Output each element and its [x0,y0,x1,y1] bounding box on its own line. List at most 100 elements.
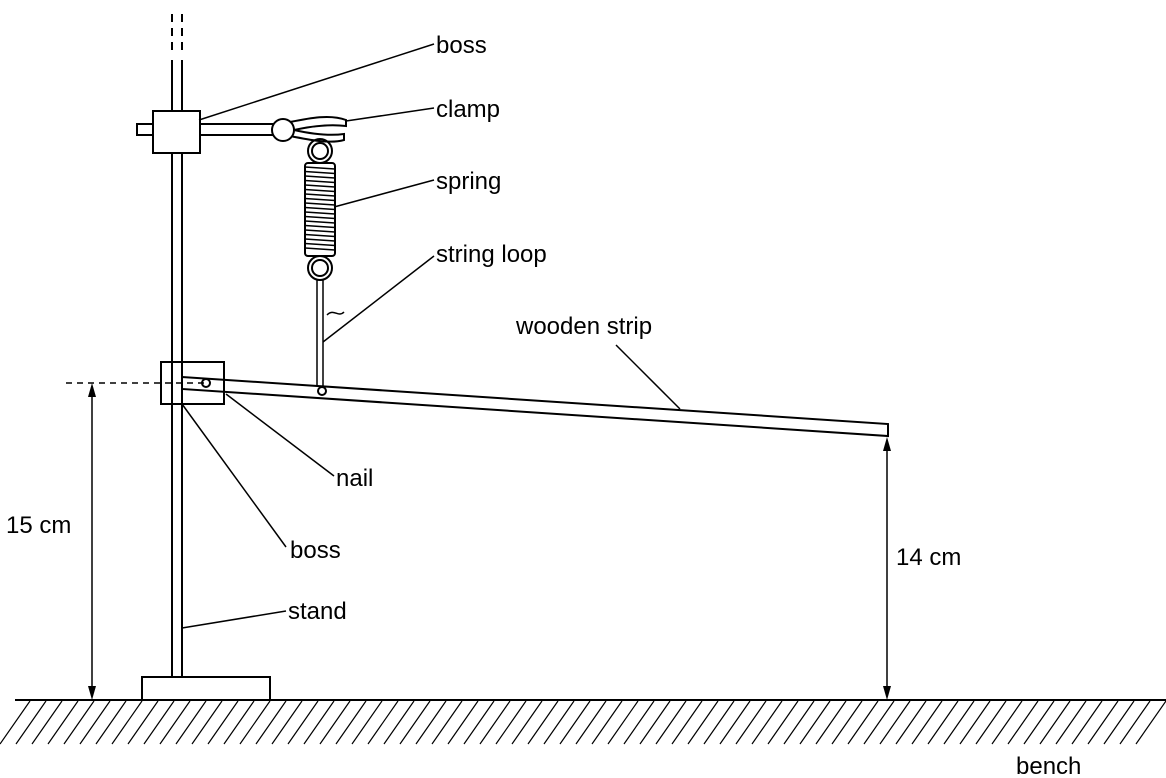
hatch-line [815,700,847,745]
hatch-line [143,700,175,745]
hatch-line [447,700,479,745]
hatch-line [415,700,447,745]
label-boss-top: boss [436,32,487,59]
label-nail: nail [336,465,373,492]
hatch-line [463,700,495,745]
hatch-line [367,700,399,745]
hatch-line [879,700,911,745]
hatch-line [847,700,879,745]
leader-lines [181,43,681,629]
spring-coil [304,175,336,179]
hatch-line [895,700,927,745]
clamp [271,115,347,143]
hatch-line [943,700,975,745]
spring-coil [304,193,336,197]
hatch-line [719,700,751,745]
hatch-line [1103,700,1135,745]
label-spring: spring [436,168,501,195]
hatch-line [687,700,719,745]
hatch-line [431,700,463,745]
label-string-loop: string loop [436,241,547,268]
hatch-line [959,700,991,745]
label-boss-bottom: boss [290,537,341,564]
bench [0,699,1166,745]
hatch-line [1039,700,1071,745]
spring-coil [304,238,336,242]
spring-coil [304,215,336,220]
spring-coil [304,206,336,211]
spring-coil [304,247,336,251]
hatch-line [863,700,895,745]
spring-coil [304,188,336,193]
hatch-line [255,700,287,745]
hatch-line [399,700,431,745]
hatch-line [1023,700,1055,745]
hatch-line [591,700,623,745]
hatch-line [511,700,543,745]
hatch-line [271,700,303,745]
bench-hatching [0,700,1166,745]
spring-coil [304,202,336,206]
spring-coils [304,166,336,251]
hatch-line [639,700,671,745]
hatch-line [751,700,783,745]
hatch-line [0,700,31,745]
hatch-line [543,700,575,745]
spring-coil [304,211,336,215]
hatch-line [623,700,655,745]
spring-coil [304,233,336,238]
hatch-line [159,700,191,745]
string-pin [317,386,327,396]
hatch-line [1007,700,1039,745]
stand-base [141,676,271,701]
label-height-left: 15 cm [6,512,71,539]
hatch-line [335,700,367,745]
hatch-line [207,700,239,745]
hatch-line [191,700,223,745]
label-height-right: 14 cm [896,544,961,571]
top-boss [152,110,201,154]
hatch-line [31,700,63,745]
hatch-line [239,700,271,745]
spring-coil [304,229,336,233]
hatch-line [975,700,1007,745]
hatch-line [831,700,863,745]
spring-coil [304,170,336,175]
hatch-line [735,700,767,745]
hatch-line [479,700,511,745]
stand-rod [171,14,183,677]
hatch-line [1119,700,1151,745]
hatch-line [127,700,159,745]
hatch-line [303,700,335,745]
spring-coil [304,197,336,202]
spring-coil [304,220,336,224]
hatch-line [703,700,735,745]
spring-coil [304,242,336,247]
hatch-line [63,700,95,745]
wooden-strip [181,375,889,438]
hatch-line [655,700,687,745]
height-arrow-right [883,437,891,700]
hatch-line [287,700,319,745]
spring-coil [304,179,336,184]
spring [304,138,336,281]
label-clamp: clamp [436,96,500,123]
hatch-line [47,700,79,745]
hatch-line [575,700,607,745]
hatch-line [319,700,351,745]
spring-coil [304,166,336,170]
hatch-line [559,700,591,745]
hatch-line [783,700,815,745]
hatch-line [15,700,47,745]
spring-coil [304,184,336,188]
hatch-line [799,700,831,745]
hatch-line [111,700,143,745]
hatch-line [223,700,255,745]
height-arrow-left [88,383,96,700]
hatch-line [351,700,383,745]
hatch-line [1135,700,1166,745]
hatch-line [383,700,415,745]
hatch-line [1055,700,1087,745]
hatch-line [527,700,559,745]
